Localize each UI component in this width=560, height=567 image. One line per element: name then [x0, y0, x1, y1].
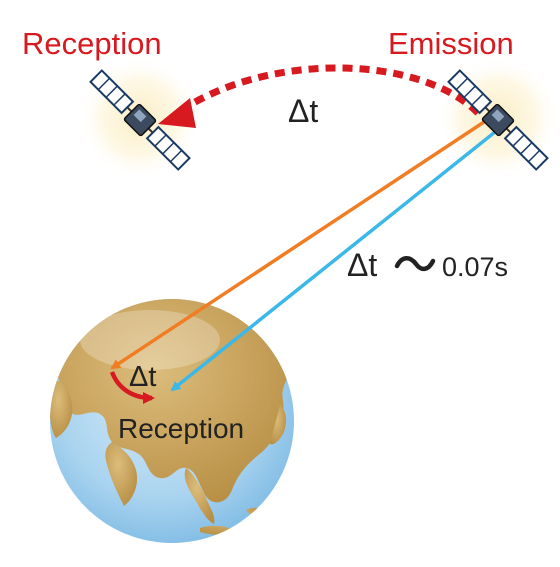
emission-label: Emission [388, 26, 514, 61]
reception-top-label: Reception [22, 26, 162, 61]
land-japan [270, 405, 287, 445]
delta-t-space-label: Δt [288, 93, 318, 129]
orbit-arrowhead [158, 98, 196, 128]
reception-earth-label: Reception [118, 413, 244, 444]
orange-signal-line [110, 118, 488, 370]
satellite-icon-left [89, 69, 191, 171]
approx-value: 0.07s [442, 252, 508, 282]
approx-tilde [394, 256, 436, 272]
blue-signal-line [170, 126, 502, 392]
delta-t-approx-symbol: Δt [347, 247, 377, 283]
dashed-orbit-arc [180, 64, 481, 116]
land-india [105, 442, 138, 506]
approx-expression: Δt 0.07s [347, 247, 508, 283]
delta-t-earth-label: Δt [129, 361, 156, 393]
satellite-icon-right [447, 69, 549, 171]
earth-rotation-arrow [109, 371, 155, 404]
land-southeast-asia [184, 468, 215, 524]
land-west [50, 379, 73, 438]
land-islands [200, 507, 266, 535]
land-asia [58, 299, 294, 503]
